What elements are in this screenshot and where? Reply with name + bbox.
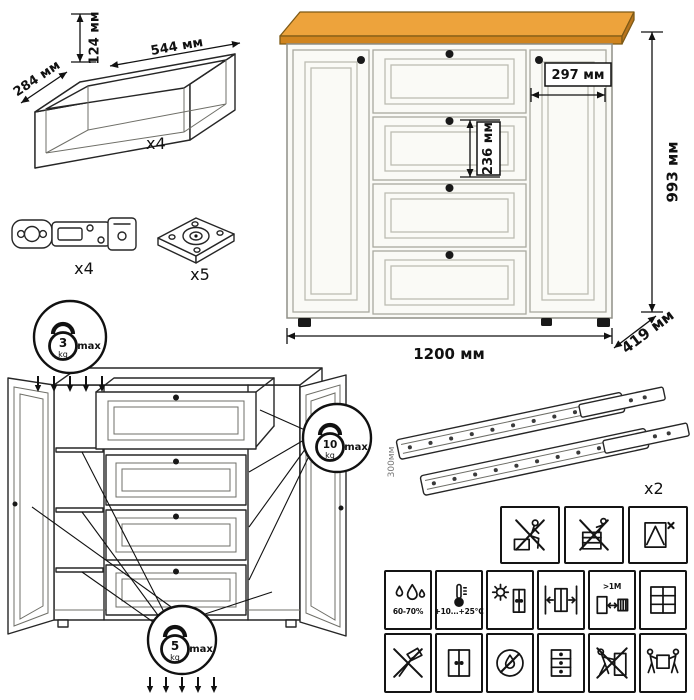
no-moisture-icon	[486, 633, 534, 693]
open-left-door	[7, 377, 55, 635]
svg-text:max: max	[344, 442, 368, 453]
temperature-icon: +10...+25°C	[434, 570, 484, 630]
drawer-front	[105, 454, 247, 506]
no-push-icon	[588, 633, 636, 693]
svg-text:297 мм: 297 мм	[552, 68, 605, 83]
commode-body	[286, 43, 613, 319]
door-width-dimension: 297 мм	[530, 62, 612, 102]
no-tools-icon	[384, 633, 432, 693]
drawer-2	[372, 116, 527, 181]
hinge-count-label: x4	[74, 259, 94, 278]
svg-text:max: max	[77, 341, 101, 352]
foot	[285, 619, 297, 628]
drawer-height-dimension: 236 мм	[460, 119, 501, 178]
svg-text:236 мм: 236 мм	[481, 122, 496, 175]
svg-text:284 мм: 284 мм	[11, 58, 63, 100]
svg-text:kg: kg	[58, 350, 68, 359]
shelf	[55, 447, 104, 453]
mount-plate-count-label: x5	[190, 265, 210, 284]
shelf	[55, 567, 104, 573]
foot	[541, 318, 552, 326]
drawer-box-count-label: x4	[146, 134, 166, 153]
shelf-load-arrows	[146, 677, 218, 693]
shelf	[55, 507, 104, 513]
foot	[597, 318, 610, 327]
window-grid-icon	[639, 570, 687, 630]
drawer-slides-figure: 300мм x2	[384, 366, 694, 504]
foot	[57, 619, 69, 628]
drawer-knob	[445, 50, 454, 58]
heat-distance-label: >1M	[602, 582, 622, 592]
svg-text:max: max	[189, 644, 213, 655]
top-load-arrows	[34, 376, 106, 392]
svg-text:124 мм: 124 мм	[88, 12, 103, 65]
height-dimension: 993 мм	[641, 31, 682, 313]
mount-plate-figure: x5	[148, 198, 244, 286]
svg-text:5: 5	[171, 639, 179, 653]
svg-text:10: 10	[323, 439, 338, 451]
sunlight-icon	[486, 570, 534, 630]
svg-text:kg: kg	[170, 653, 180, 662]
slides-count-label: x2	[644, 479, 664, 498]
depth-dimension: 419 мм	[613, 306, 678, 357]
svg-text:3: 3	[59, 336, 67, 350]
open-cabinet-drawing	[7, 367, 347, 637]
drawer-knob	[445, 184, 454, 192]
drawer-3	[372, 183, 527, 248]
slide-length-label: 300мм	[387, 447, 397, 478]
svg-text:993 мм: 993 мм	[664, 141, 682, 202]
drawer-1	[372, 49, 527, 114]
care-icons-grid: 60-70% +10...+25°C	[384, 570, 687, 693]
warning-icons-row	[500, 506, 688, 564]
drawer-box-figure: 124 мм 544 мм 284 мм x4	[8, 2, 252, 186]
svg-text:1200 мм: 1200 мм	[413, 345, 485, 363]
hinge-icon	[11, 217, 137, 251]
svg-text:419 мм: 419 мм	[618, 306, 678, 357]
temperature-label: +10...+25°C	[434, 607, 484, 617]
svg-text:544 мм: 544 мм	[150, 35, 205, 59]
width-dimension: 1200 мм	[286, 328, 613, 363]
carry-together-icon	[639, 633, 687, 693]
side-clearance-icon	[537, 570, 585, 630]
wood-top	[279, 11, 635, 37]
humidity-icon: 60-70%	[384, 570, 432, 630]
drawer-box-drawing	[34, 53, 236, 169]
foot	[298, 318, 311, 327]
no-climbing-icon	[564, 506, 624, 564]
load-limit-top-badge: 3 kg max	[32, 299, 108, 375]
drawer-knob	[445, 251, 454, 259]
heat-distance-icon: >1M	[588, 570, 636, 630]
no-sitting-icon	[500, 506, 560, 564]
humidity-label: 60-70%	[392, 607, 424, 617]
left-door	[292, 49, 370, 313]
load-limit-shelf-badge: 5 kg max	[146, 604, 218, 676]
drawer-4	[372, 250, 527, 315]
drawer-front	[105, 509, 247, 561]
cabinet-doors-icon	[435, 633, 483, 693]
drawer-slide	[419, 422, 690, 496]
commode-drawing	[279, 11, 635, 327]
load-limit-drawer-badge: 10 kg max	[301, 402, 373, 474]
drawer-box-height-dimension: 124 мм	[71, 12, 103, 65]
cabinet-drawers-icon	[537, 633, 585, 693]
mount-plate-icon	[157, 217, 235, 264]
shelf-limit-callouts	[31, 451, 273, 625]
drawer-slide	[395, 386, 666, 460]
hinge-figure: x4	[8, 196, 143, 278]
door-knob	[535, 56, 543, 64]
drawer-knob	[445, 117, 454, 125]
tilt-window-icon	[628, 506, 688, 564]
drawer-limit-callouts	[248, 409, 310, 581]
open-cabinet-figure: 3 kg max 10 kg max 5 kg max	[2, 292, 390, 700]
door-knob	[357, 56, 365, 64]
svg-text:kg: kg	[325, 451, 335, 460]
commode-figure: 297 мм 236 мм 993 мм 1200 мм 419 мм	[258, 2, 694, 366]
